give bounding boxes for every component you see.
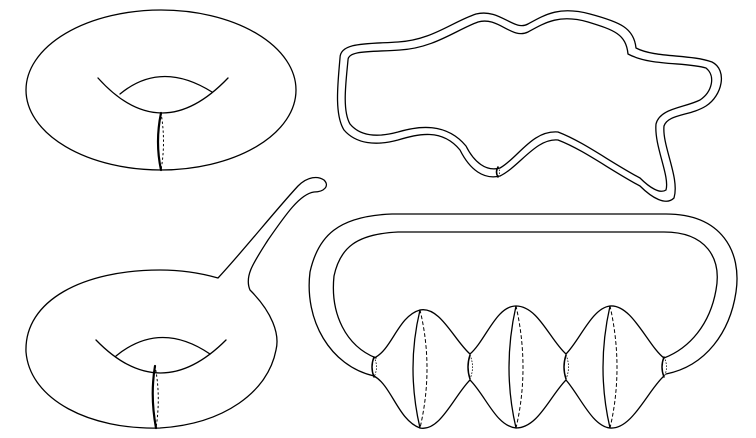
neck-meridian-2-back — [470, 355, 473, 379]
bead-meridian-2-front — [509, 306, 516, 428]
torus-meridian-back — [161, 113, 164, 170]
handled-torus-hole-lower-curve — [96, 340, 226, 373]
tube-outer-wall — [338, 11, 722, 201]
tube-meridian-front — [497, 167, 499, 177]
tube-inner-wall — [345, 19, 711, 192]
panel-beaded-ring — [309, 214, 737, 428]
neck-meridian-4-front — [662, 357, 664, 377]
ring-outer-arch — [309, 214, 737, 376]
handled-torus-hole-upper-curve — [116, 337, 210, 356]
panel-torus-with-handle — [26, 178, 326, 429]
bead-chain-top — [374, 306, 664, 358]
neck-meridian-1-front — [372, 357, 374, 377]
bead-meridian-3-back — [610, 306, 617, 428]
bead-meridian-1-front — [413, 310, 420, 428]
neck-meridian-1-back — [374, 357, 377, 377]
torus-hole-upper-curve — [120, 76, 212, 94]
panel-thin-tube-loop — [338, 11, 722, 201]
bead-chain-bottom — [374, 376, 664, 428]
bead-meridian-1-back — [420, 310, 427, 428]
bead-meridian-2-back — [516, 306, 523, 428]
panel-torus — [26, 10, 296, 170]
torus-outline — [26, 10, 296, 170]
handled-torus-outline — [26, 178, 326, 429]
ring-inner-arch — [333, 232, 717, 358]
neck-meridian-3-back — [566, 355, 569, 379]
neck-meridian-3-front — [564, 355, 566, 379]
torus-hole-lower-curve — [98, 78, 228, 113]
bead-meridian-3-front — [603, 306, 610, 428]
neck-meridian-2-front — [468, 355, 470, 379]
handled-torus-meridian-front — [153, 366, 156, 428]
torus-meridian-front — [158, 113, 161, 170]
